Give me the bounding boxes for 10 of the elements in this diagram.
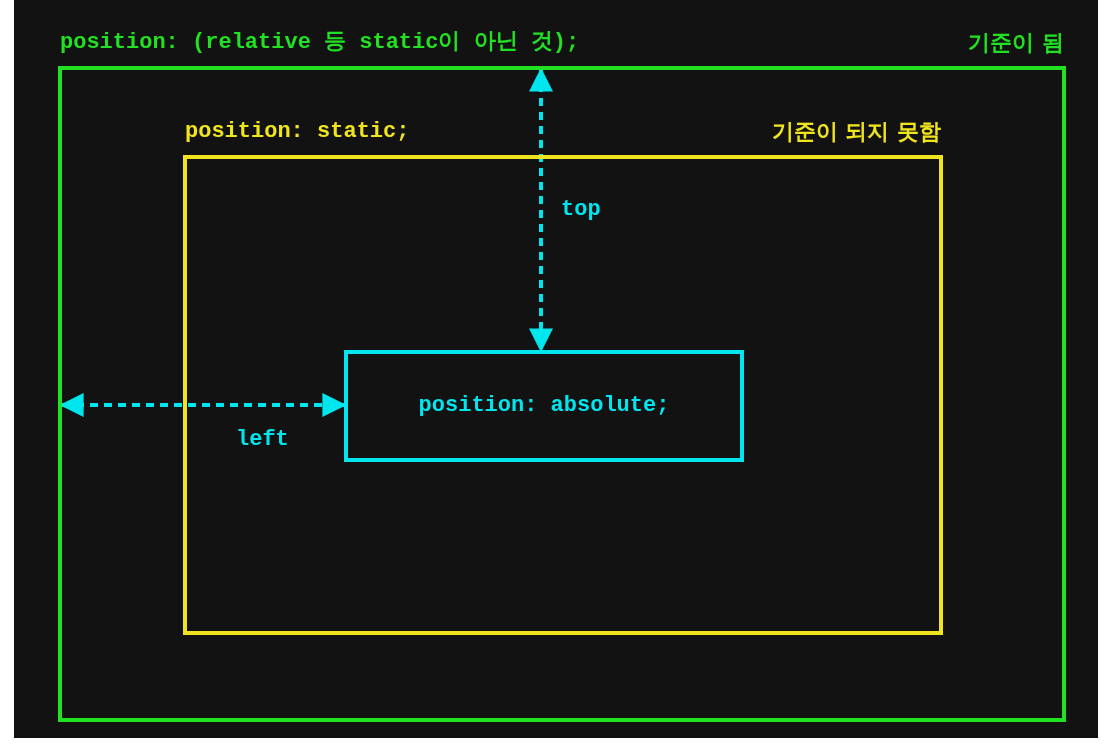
offset-arrow — [529, 67, 553, 353]
code-label: position: static; — [185, 119, 410, 145]
note-label: 기준이 됨 — [968, 30, 1064, 56]
absolute-box — [344, 350, 744, 462]
edge-label: left — [236, 427, 289, 453]
code-label: position: (relative 등 static이 아닌 것); — [60, 30, 580, 56]
note-label: 기준이 되지 못함 — [771, 119, 941, 145]
code-label: position: absolute; — [417, 393, 671, 419]
offset-arrow — [59, 393, 347, 417]
edge-label: top — [561, 197, 601, 223]
